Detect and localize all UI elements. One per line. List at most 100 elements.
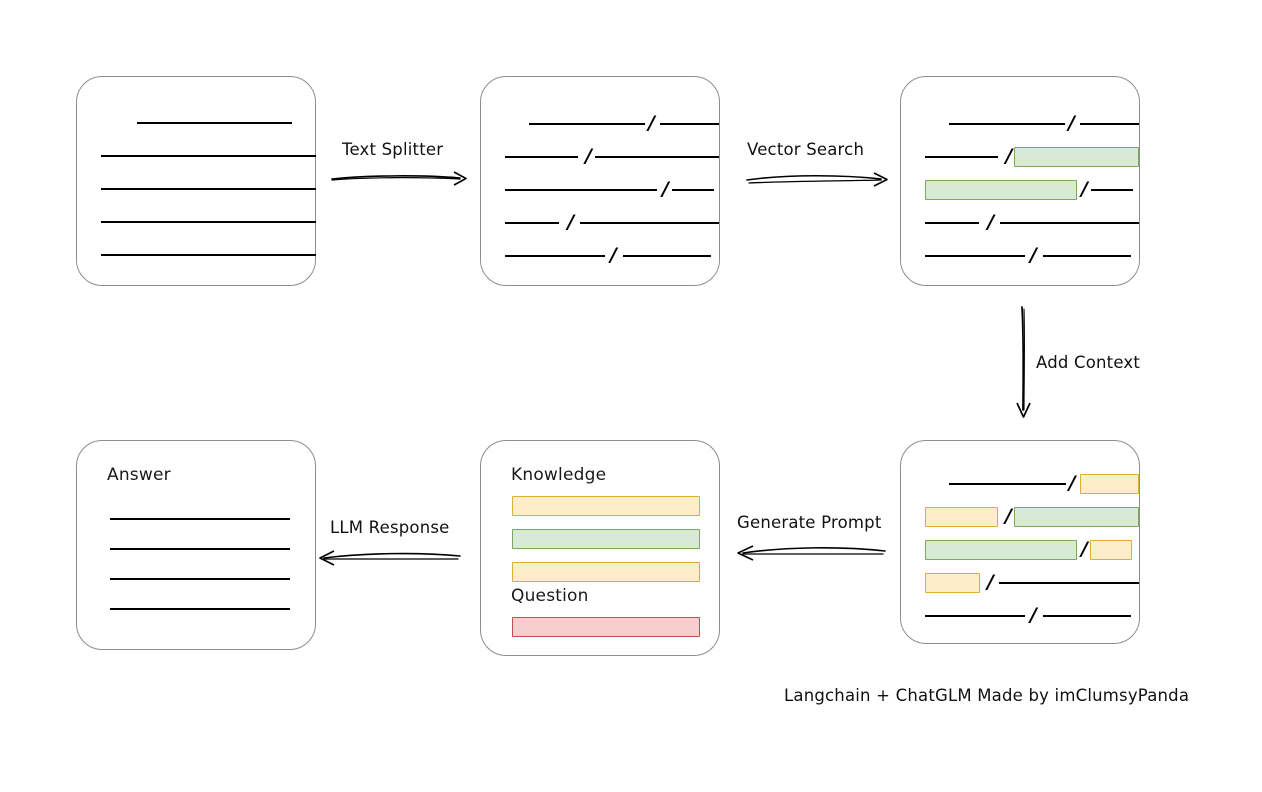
chunk-row: / xyxy=(901,473,1139,495)
chunk-segment-left xyxy=(949,123,1066,125)
chunk-separator: / xyxy=(1030,243,1037,266)
answer-heading: Answer xyxy=(107,465,171,485)
chunk-segment-right xyxy=(594,156,719,158)
question-bar xyxy=(512,617,700,637)
chunk-segment-right xyxy=(1042,615,1131,617)
chunk-row: / xyxy=(481,245,719,267)
chunk-separator: / xyxy=(987,210,995,233)
chunk-separator: / xyxy=(1005,144,1013,167)
chunk-segment-left xyxy=(529,123,646,125)
chunk-segment-left-highlight-yellow xyxy=(925,573,980,593)
chunk-segment-left xyxy=(925,156,998,158)
arrow-down-icon xyxy=(1016,306,1031,418)
edge-label-text-splitter: Text Splitter xyxy=(342,140,444,159)
chunk-row: / xyxy=(481,212,719,234)
node-prompt[interactable]: Knowledge Question xyxy=(480,440,720,656)
chunk-row: / xyxy=(481,113,719,135)
chunk-separator: / xyxy=(1081,177,1088,200)
chunk-segment-left-highlight-green xyxy=(925,180,1077,200)
chunk-segment-right xyxy=(580,222,719,224)
split-rows: / / / / / xyxy=(901,77,1140,285)
chunk-segment-right xyxy=(1090,189,1133,191)
chunk-segment-right xyxy=(1079,123,1139,125)
document-line xyxy=(101,188,316,190)
chunk-row: / xyxy=(901,179,1139,201)
chunk-segment-right xyxy=(659,123,719,125)
chunk-row: / xyxy=(901,144,1140,168)
chunk-separator: / xyxy=(1081,537,1088,560)
chunk-segment-left xyxy=(505,255,605,257)
split-rows: / / / / / xyxy=(481,77,719,285)
node-vector-matched-chunks[interactable]: / / / / / xyxy=(900,76,1140,286)
document-line xyxy=(101,221,316,223)
footer-credit: Langchain + ChatGLM Made by imClumsyPand… xyxy=(784,686,1190,705)
edge-label-vector-search: Vector Search xyxy=(747,140,865,159)
chunk-row: / xyxy=(901,572,1139,594)
edge-generate-prompt: Generate Prompt xyxy=(735,513,890,563)
arrow-right-icon xyxy=(331,171,467,186)
chunk-segment-right xyxy=(622,255,711,257)
chunk-segment-left xyxy=(505,222,560,224)
chunk-segment-left xyxy=(925,222,980,224)
node-answer[interactable]: Answer xyxy=(76,440,316,650)
chunk-row: / xyxy=(901,245,1139,267)
edge-label-llm-response: LLM Response xyxy=(330,518,450,537)
chunk-segment-right-highlight-green xyxy=(1013,507,1139,527)
chunk-segment-left-highlight-green xyxy=(925,540,1077,560)
chunk-separator: / xyxy=(1068,471,1076,494)
chunk-separator: / xyxy=(648,111,656,134)
edge-add-context: Add Context xyxy=(1000,305,1170,425)
answer-line xyxy=(110,518,290,520)
chunk-segment-left xyxy=(925,255,1025,257)
edge-label-add-context: Add Context xyxy=(1036,353,1141,372)
chunk-separator: / xyxy=(1004,504,1012,527)
chunk-separator: / xyxy=(662,177,669,200)
chunk-segment-right-highlight-yellow xyxy=(1089,540,1132,560)
knowledge-bar xyxy=(512,562,700,582)
chunk-row: / xyxy=(901,539,1139,561)
answer-line xyxy=(110,578,290,580)
chunk-segment-left xyxy=(505,156,578,158)
chunk-segment-right-highlight-yellow xyxy=(1079,474,1139,494)
chunk-segment-right xyxy=(1000,222,1139,224)
chunk-row: / xyxy=(481,179,719,201)
chunk-separator: / xyxy=(1068,111,1076,134)
node-source-document[interactable] xyxy=(76,76,316,286)
answer-line xyxy=(110,548,290,550)
edge-text-splitter: Text Splitter xyxy=(330,140,470,190)
edge-llm-response: LLM Response xyxy=(318,518,463,568)
chunk-row: / xyxy=(901,113,1139,135)
chunk-segment-right-highlight-green xyxy=(1014,147,1140,167)
knowledge-bar xyxy=(512,529,700,549)
chunk-segment-left xyxy=(925,615,1025,617)
document-line xyxy=(137,122,292,124)
chunk-segment-right xyxy=(671,189,714,191)
answer-line xyxy=(110,608,290,610)
edge-label-generate-prompt: Generate Prompt xyxy=(737,513,882,532)
chunk-row: / xyxy=(481,146,719,168)
document-line xyxy=(101,155,316,157)
chunk-separator: / xyxy=(585,144,593,167)
chunk-row: / xyxy=(901,605,1139,627)
chunk-segment-right xyxy=(1042,255,1131,257)
arrow-right-icon xyxy=(746,172,888,187)
chunk-separator: / xyxy=(567,210,575,233)
split-rows: / / / / / xyxy=(901,441,1139,643)
chunk-segment-left xyxy=(949,483,1066,485)
node-context-enriched-chunks[interactable]: / / / / / xyxy=(900,440,1140,644)
node-split-chunks[interactable]: / / / / / xyxy=(480,76,720,286)
knowledge-heading: Knowledge xyxy=(511,465,607,485)
knowledge-bar xyxy=(512,496,700,516)
chunk-separator: / xyxy=(1030,603,1037,626)
chunk-segment-right xyxy=(998,582,1139,584)
chunk-segment-left xyxy=(505,189,657,191)
arrow-left-icon xyxy=(737,545,886,561)
chunk-row: / xyxy=(901,212,1139,234)
edge-vector-search: Vector Search xyxy=(745,140,890,190)
chunk-row: / xyxy=(901,506,1139,528)
document-line xyxy=(101,254,316,256)
chunk-segment-left-highlight-yellow xyxy=(925,507,999,527)
chunk-separator: / xyxy=(987,570,994,593)
question-heading: Question xyxy=(511,586,589,606)
